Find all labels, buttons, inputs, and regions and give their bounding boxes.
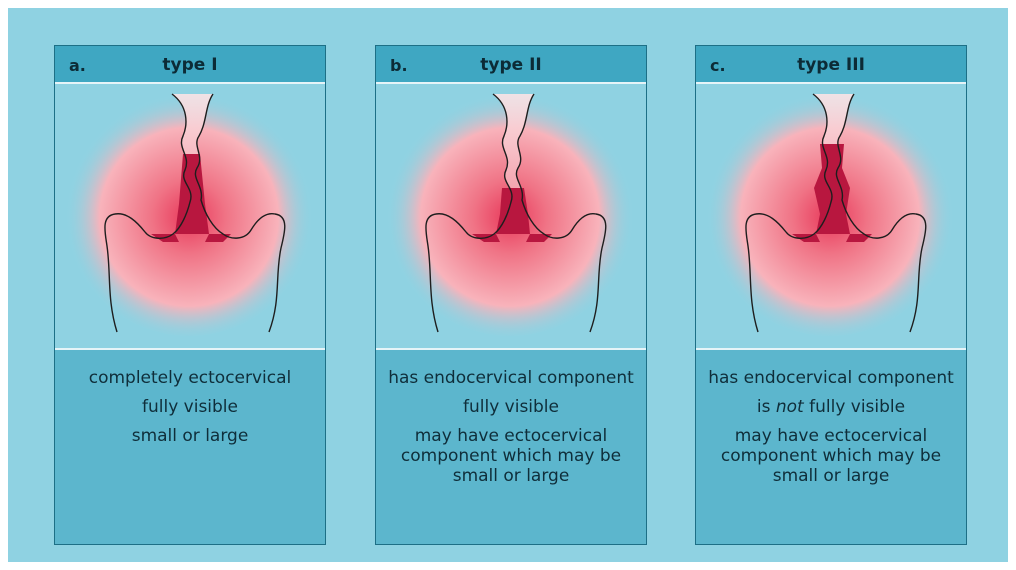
figure-frame: a. type I [8,8,1008,562]
description-line: small or large [65,426,315,446]
panel-title: type III [696,55,966,75]
cervix-illustration-icon [376,84,646,348]
description-line: may have ectocervical component which ma… [706,426,956,486]
cervix-illustration-icon [696,84,966,348]
panel-type-2: b. type II [375,45,647,545]
description-line-emphasized: is not fully visible [706,397,956,417]
description-line: has endocervical component [706,368,956,388]
description-line: fully visible [386,397,636,417]
panel-description: completely ectocervical fully visible sm… [55,350,325,544]
cervix-illustration-icon [55,84,325,348]
panel-description: has endocervical component fully visible… [376,350,646,544]
panel-title: type I [55,55,325,75]
emphasis-after: fully visible [804,397,905,417]
emphasis-before: is [757,397,776,417]
description-line: may have ectocervical component which ma… [386,426,636,486]
cervix-illustration [376,84,646,350]
description-line: fully visible [65,397,315,417]
panel-header: c. type III [696,46,966,84]
emphasis-word: not [776,397,804,417]
cervix-illustration [696,84,966,350]
panel-title: type II [376,55,646,75]
panel-header: b. type II [376,46,646,84]
description-line: completely ectocervical [65,368,315,388]
cervix-illustration [55,84,325,350]
panel-header: a. type I [55,46,325,84]
panel-type-3: c. type III [695,45,967,545]
description-line: has endocervical component [386,368,636,388]
panel-type-1: a. type I [54,45,326,545]
panel-description: has endocervical component is not fully … [696,350,966,544]
